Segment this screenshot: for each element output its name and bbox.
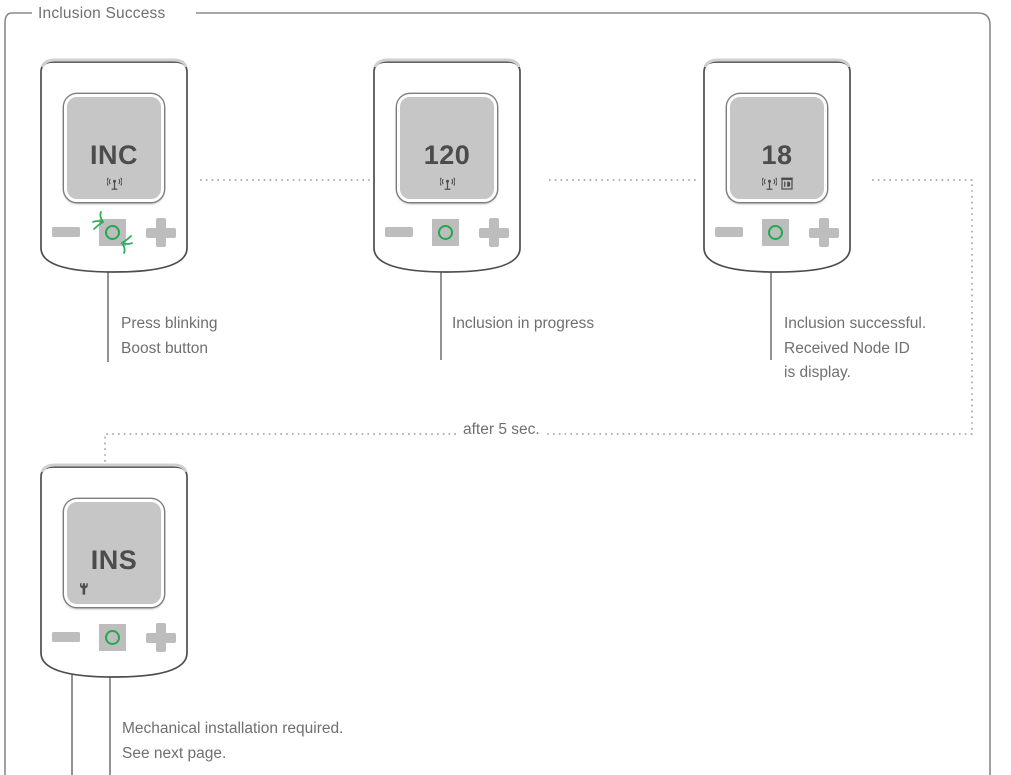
boost-button[interactable] <box>762 219 789 246</box>
lcd-display-step-2: 120 <box>397 94 497 202</box>
boost-button[interactable] <box>92 211 133 254</box>
lcd-icon-row <box>400 175 494 191</box>
minus-button[interactable] <box>52 632 80 642</box>
lcd-icon-row <box>67 580 172 596</box>
caption-step-4: Mechanical installation required. See ne… <box>122 720 344 762</box>
caption-step-2: Inclusion in progress <box>452 315 595 332</box>
lcd-value: INC <box>90 139 138 170</box>
device-top-highlight <box>373 58 521 68</box>
delay-label: after 5 sec. <box>456 421 547 439</box>
boost-ring-icon <box>768 225 783 240</box>
lcd-icon-row <box>67 175 161 191</box>
wifi-icon <box>439 177 455 190</box>
lcd-display-step-4: INS <box>64 499 164 607</box>
frame-border-top-right <box>196 12 991 775</box>
button-row-step-3 <box>715 216 839 248</box>
lcd-value: 120 <box>423 139 471 170</box>
frame-title: Inclusion Success <box>36 5 172 23</box>
plus-button[interactable] <box>479 218 509 247</box>
button-row-step-2 <box>385 216 509 248</box>
caption-step-1: Press blinking Boost button <box>121 315 218 357</box>
device-step-1[interactable]: INC <box>27 58 201 286</box>
frame-border-left <box>4 12 32 775</box>
button-row-step-1 <box>52 211 176 254</box>
plus-button[interactable] <box>146 218 176 247</box>
lcd-display-step-1: INC <box>64 94 164 202</box>
boost-ring-icon <box>438 225 453 240</box>
device-step-4[interactable]: INS <box>27 463 201 691</box>
boost-button[interactable] <box>99 624 126 651</box>
device-step-2[interactable]: 120 <box>360 58 534 286</box>
device-top-highlight <box>703 58 851 68</box>
button-row-step-4 <box>52 621 176 653</box>
wrench-icon <box>80 583 88 595</box>
minus-button[interactable] <box>52 227 80 237</box>
lcd-icon-row <box>730 175 824 191</box>
device-top-highlight <box>40 463 188 473</box>
plus-button[interactable] <box>809 218 839 247</box>
caption-step-3: Inclusion successful. Received Node ID i… <box>784 315 927 381</box>
wifi-icon <box>106 177 122 190</box>
minus-button[interactable] <box>385 227 413 237</box>
lcd-value: INS <box>90 544 138 575</box>
boost-ring-icon <box>105 630 120 645</box>
device-step-3[interactable]: 18 <box>690 58 864 286</box>
device-top-highlight <box>40 58 188 68</box>
minus-button[interactable] <box>715 227 743 237</box>
plus-button[interactable] <box>146 623 176 652</box>
connector-step3-step4 <box>104 179 973 470</box>
boost-button[interactable] <box>432 219 459 246</box>
lcd-value: 18 <box>761 139 793 170</box>
boost-ring-icon <box>105 225 120 240</box>
id-badge-icon <box>780 177 793 190</box>
lcd-display-step-3: 18 <box>727 94 827 202</box>
wifi-icon <box>761 177 777 190</box>
